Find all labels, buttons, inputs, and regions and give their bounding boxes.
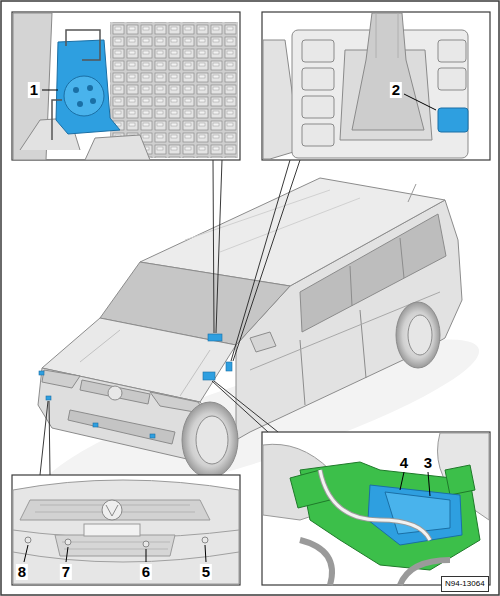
callout-number: 1 xyxy=(28,82,40,98)
callout-number: 7 xyxy=(60,564,72,580)
callout-number: 4 xyxy=(398,455,410,471)
callout-number: 3 xyxy=(422,455,434,471)
callout-number: 8 xyxy=(16,564,28,580)
figure-number-box: N94-13064 xyxy=(441,576,489,592)
figure-number: N94-13064 xyxy=(445,579,485,589)
callout-number: 5 xyxy=(200,564,212,580)
callout-number: 2 xyxy=(390,82,402,98)
callout-number: 6 xyxy=(140,564,152,580)
